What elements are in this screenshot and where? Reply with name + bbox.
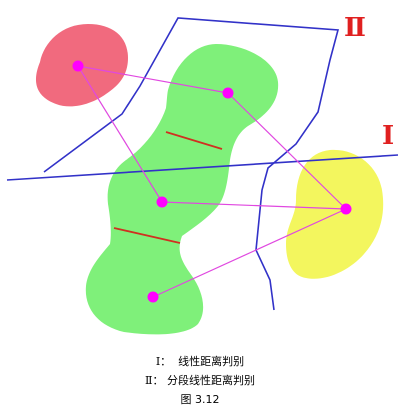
caption-line-one: Ⅰ： 线性距离判别 [0, 352, 400, 371]
green-bottom-center-point [147, 291, 159, 303]
caption-line-two-label: Ⅱ： [145, 374, 164, 387]
connector-green-top-to-yellow [227, 92, 347, 210]
connector-pink-to-green-mid [77, 65, 163, 203]
green-class-region [85, 44, 279, 335]
figure-caption: Ⅰ： 线性距离判别 Ⅱ： 分段线性距离判别 图 3.12 [0, 352, 400, 409]
connector-green-mid-to-yellow [161, 201, 347, 210]
boundary-two-label: Ⅱ [344, 13, 366, 43]
boundary-one-label: Ⅰ [382, 121, 394, 151]
connector-pink-to-green-top [77, 65, 229, 94]
green-mid-center-point [156, 196, 168, 208]
green-top-center-point [222, 87, 234, 99]
caption-line-two: Ⅱ： 分段线性距离判别 [0, 371, 400, 390]
discrimination-diagram: Ⅱ Ⅰ [6, 13, 399, 335]
yellow-center-point [340, 203, 352, 215]
connector-green-bottom-to-yellow [152, 208, 347, 298]
caption-line-one-label: Ⅰ： [155, 355, 172, 368]
figure-number: 图 3.12 [180, 393, 220, 406]
caption-line-two-text: 分段线性距离判别 [166, 374, 255, 387]
pink-center-point [72, 60, 84, 72]
boundary-line-one [6, 154, 399, 181]
green-separator-lower [113, 227, 181, 244]
caption-line-one-text: 线性距离判别 [178, 355, 245, 368]
green-separator-upper [165, 131, 223, 150]
